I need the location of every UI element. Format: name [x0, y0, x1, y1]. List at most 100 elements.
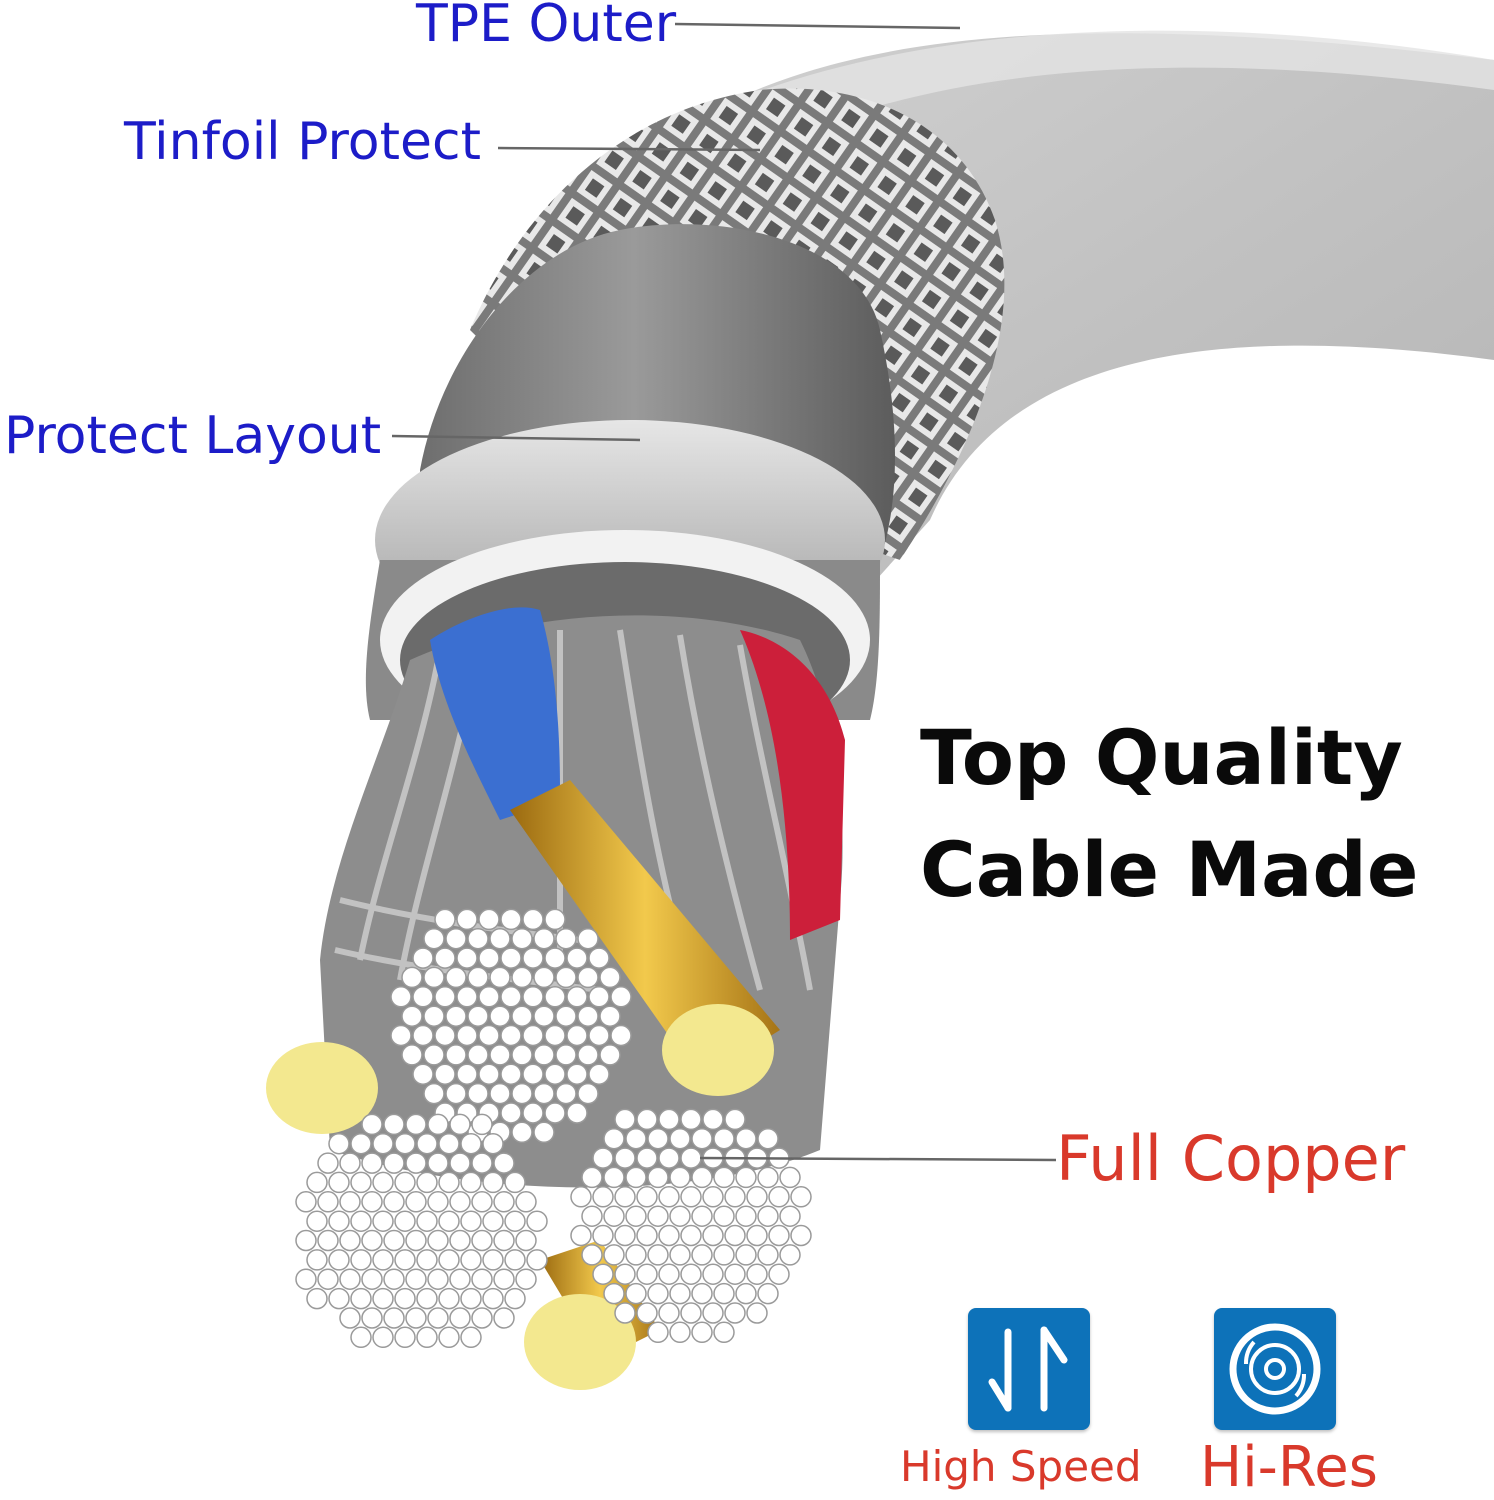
copper-strand-end	[603, 1205, 625, 1227]
copper-strand-end	[423, 927, 445, 950]
copper-strand-end	[702, 1186, 724, 1208]
hi-res-label: Hi-Res	[1200, 1435, 1378, 1500]
copper-strand-end	[713, 1282, 735, 1305]
copper-strand-end	[438, 1171, 460, 1194]
copper-strand-end	[500, 986, 522, 1008]
copper-strand-end	[489, 966, 511, 989]
copper-strand-end	[423, 966, 445, 989]
high-speed-label: High Speed	[900, 1442, 1142, 1491]
copper-strand-end	[511, 1005, 533, 1027]
copper-strand-end	[533, 966, 555, 989]
copper-strand-end	[434, 986, 456, 1008]
copper-strand-end	[460, 1326, 482, 1349]
copper-strand-end	[350, 1326, 372, 1349]
copper-strand-end	[515, 1268, 537, 1290]
copper-strand-end	[566, 1102, 588, 1124]
copper-strand-end	[449, 1152, 471, 1174]
copper-strand-end	[295, 1229, 317, 1252]
copper-strand-end	[511, 1044, 533, 1066]
copper-strand-end	[511, 966, 533, 989]
copper-strand-end	[724, 1186, 746, 1208]
copper-strand-end	[658, 1186, 680, 1208]
copper-strand-end	[522, 986, 544, 1008]
copper-strand-end	[636, 1147, 658, 1169]
copper-strand-end	[372, 1132, 394, 1155]
copper-strand-end	[416, 1171, 438, 1194]
copper-strand-end	[779, 1205, 801, 1227]
copper-strand-end	[482, 1249, 504, 1271]
copper-strand-end	[603, 1166, 625, 1189]
copper-strand-end	[423, 1005, 445, 1027]
headline: Top Quality Cable Made	[920, 702, 1418, 926]
copper-strand-end	[328, 1132, 350, 1155]
headline-line-1: Top Quality	[920, 713, 1403, 802]
copper-strand-end	[522, 947, 544, 969]
copper-strand-end	[599, 966, 621, 989]
copper-strand-end	[603, 1244, 625, 1266]
copper-strand-end	[555, 1044, 577, 1066]
copper-strand-end	[328, 1249, 350, 1271]
copper-strand-end	[577, 1082, 599, 1105]
copper-strand-end	[555, 1005, 577, 1027]
copper-strand-end	[504, 1210, 526, 1232]
copper-strand-end	[614, 1147, 636, 1169]
copper-strand-end	[614, 1186, 636, 1208]
copper-strand-end	[647, 1282, 669, 1305]
copper-strand-end	[599, 1044, 621, 1066]
copper-strand-end	[390, 1024, 412, 1047]
copper-strand-end	[702, 1263, 724, 1285]
copper-strand-end	[405, 1191, 427, 1213]
copper-strand-end	[757, 1127, 779, 1150]
copper-strand-end	[339, 1152, 361, 1174]
copper-strand-end	[361, 1152, 383, 1174]
copper-strand-end	[412, 1024, 434, 1047]
copper-strand-end	[383, 1307, 405, 1329]
copper-strand-end	[361, 1268, 383, 1290]
copper-strand-end	[471, 1191, 493, 1213]
copper-strand-end	[544, 1102, 566, 1124]
copper-strand-end	[416, 1210, 438, 1232]
copper-strand-end	[581, 1205, 603, 1227]
copper-strand-end	[577, 927, 599, 950]
copper-strand-end	[405, 1152, 427, 1174]
copper-strand-end	[383, 1229, 405, 1252]
copper-strand-end	[445, 1005, 467, 1027]
copper-strand-end	[555, 966, 577, 989]
copper-strand-end	[383, 1191, 405, 1213]
copper-strand-end	[434, 1063, 456, 1085]
copper-strand-end	[603, 1282, 625, 1305]
copper-strand-end	[768, 1263, 790, 1285]
leader-tpe-outer	[674, 22, 961, 30]
copper-strand-end	[460, 1287, 482, 1310]
copper-strand-end	[544, 1024, 566, 1047]
copper-strand-end	[295, 1268, 317, 1290]
copper-strand-end	[625, 1282, 647, 1305]
hi-res-badge	[1214, 1308, 1336, 1430]
copper-strand-end	[390, 986, 412, 1008]
copper-strand-end	[669, 1205, 691, 1227]
copper-strand-end	[724, 1108, 746, 1131]
copper-strand-end	[306, 1171, 328, 1194]
copper-strand-end	[339, 1191, 361, 1213]
copper-strand-end	[350, 1249, 372, 1271]
copper-strand-end	[445, 1044, 467, 1066]
copper-strand-end	[438, 1210, 460, 1232]
copper-strand-end	[588, 1024, 610, 1047]
copper-strand-end	[533, 927, 555, 950]
leader-full-copper	[699, 1156, 1057, 1162]
copper-strand-end	[735, 1244, 757, 1266]
copper-strand-end	[471, 1307, 493, 1329]
copper-strand-end	[456, 1063, 478, 1085]
copper-strand-end	[361, 1307, 383, 1329]
copper-strand-end	[669, 1244, 691, 1266]
copper-strand-end	[423, 1082, 445, 1105]
copper-strand-end	[489, 927, 511, 950]
copper-strand-end	[328, 1210, 350, 1232]
up-down-arrows-icon	[988, 1326, 1068, 1412]
copper-strand-end	[691, 1205, 713, 1227]
copper-strand-end	[592, 1147, 614, 1169]
copper-strand-end	[636, 1263, 658, 1285]
copper-strand-end	[489, 1005, 511, 1027]
copper-strand-end	[416, 1326, 438, 1349]
copper-strand-end	[350, 1171, 372, 1194]
